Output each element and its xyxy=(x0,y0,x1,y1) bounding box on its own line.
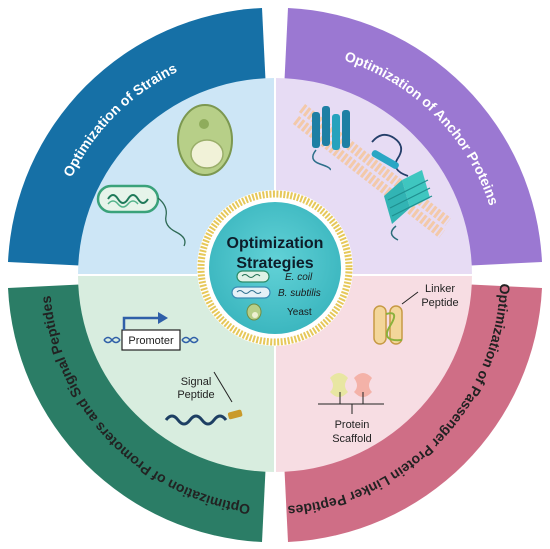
hub-core xyxy=(209,202,341,334)
linker-peptide-label-line1: Linker xyxy=(425,283,455,295)
linker-peptide-label-line2: Peptide xyxy=(421,297,458,309)
hub-gold-ring xyxy=(197,190,353,346)
hub-title-line2: Strategies xyxy=(236,255,313,272)
hub-item-bsubtilis: B. subtilis xyxy=(278,288,321,299)
ecoli-bacterium-icon xyxy=(96,184,186,247)
central-hub xyxy=(197,190,353,346)
hub-item-ecoli: E. coil xyxy=(285,272,313,283)
anchor-protein-mid-icon xyxy=(371,133,409,177)
anchor-protein-left-icon xyxy=(312,106,350,171)
promoter-dna-icon xyxy=(103,312,199,351)
hub-yeast-icon xyxy=(246,303,262,321)
linker-peptide-icon xyxy=(373,291,419,345)
signal-peptide-label-line1: Signal xyxy=(181,376,212,388)
hub-title-line1: Optimization xyxy=(227,235,324,252)
yeast-cell-icon xyxy=(177,104,233,176)
signal-peptide-label-line2: Peptide xyxy=(177,389,214,401)
hub-item-yeast: Yeast xyxy=(287,307,312,318)
hub-bsubtilis-icon xyxy=(231,286,271,299)
protein-scaffold-label-line2: Scaffold xyxy=(332,433,372,445)
promoter-label: Promoter xyxy=(128,335,174,347)
protein-scaffold-icon xyxy=(318,373,384,414)
anchor-protein-barrel-icon xyxy=(384,170,433,241)
hub-ecoli-icon xyxy=(236,270,270,283)
signal-peptide-icon xyxy=(164,371,243,426)
protein-scaffold-label-line1: Protein xyxy=(335,419,370,431)
